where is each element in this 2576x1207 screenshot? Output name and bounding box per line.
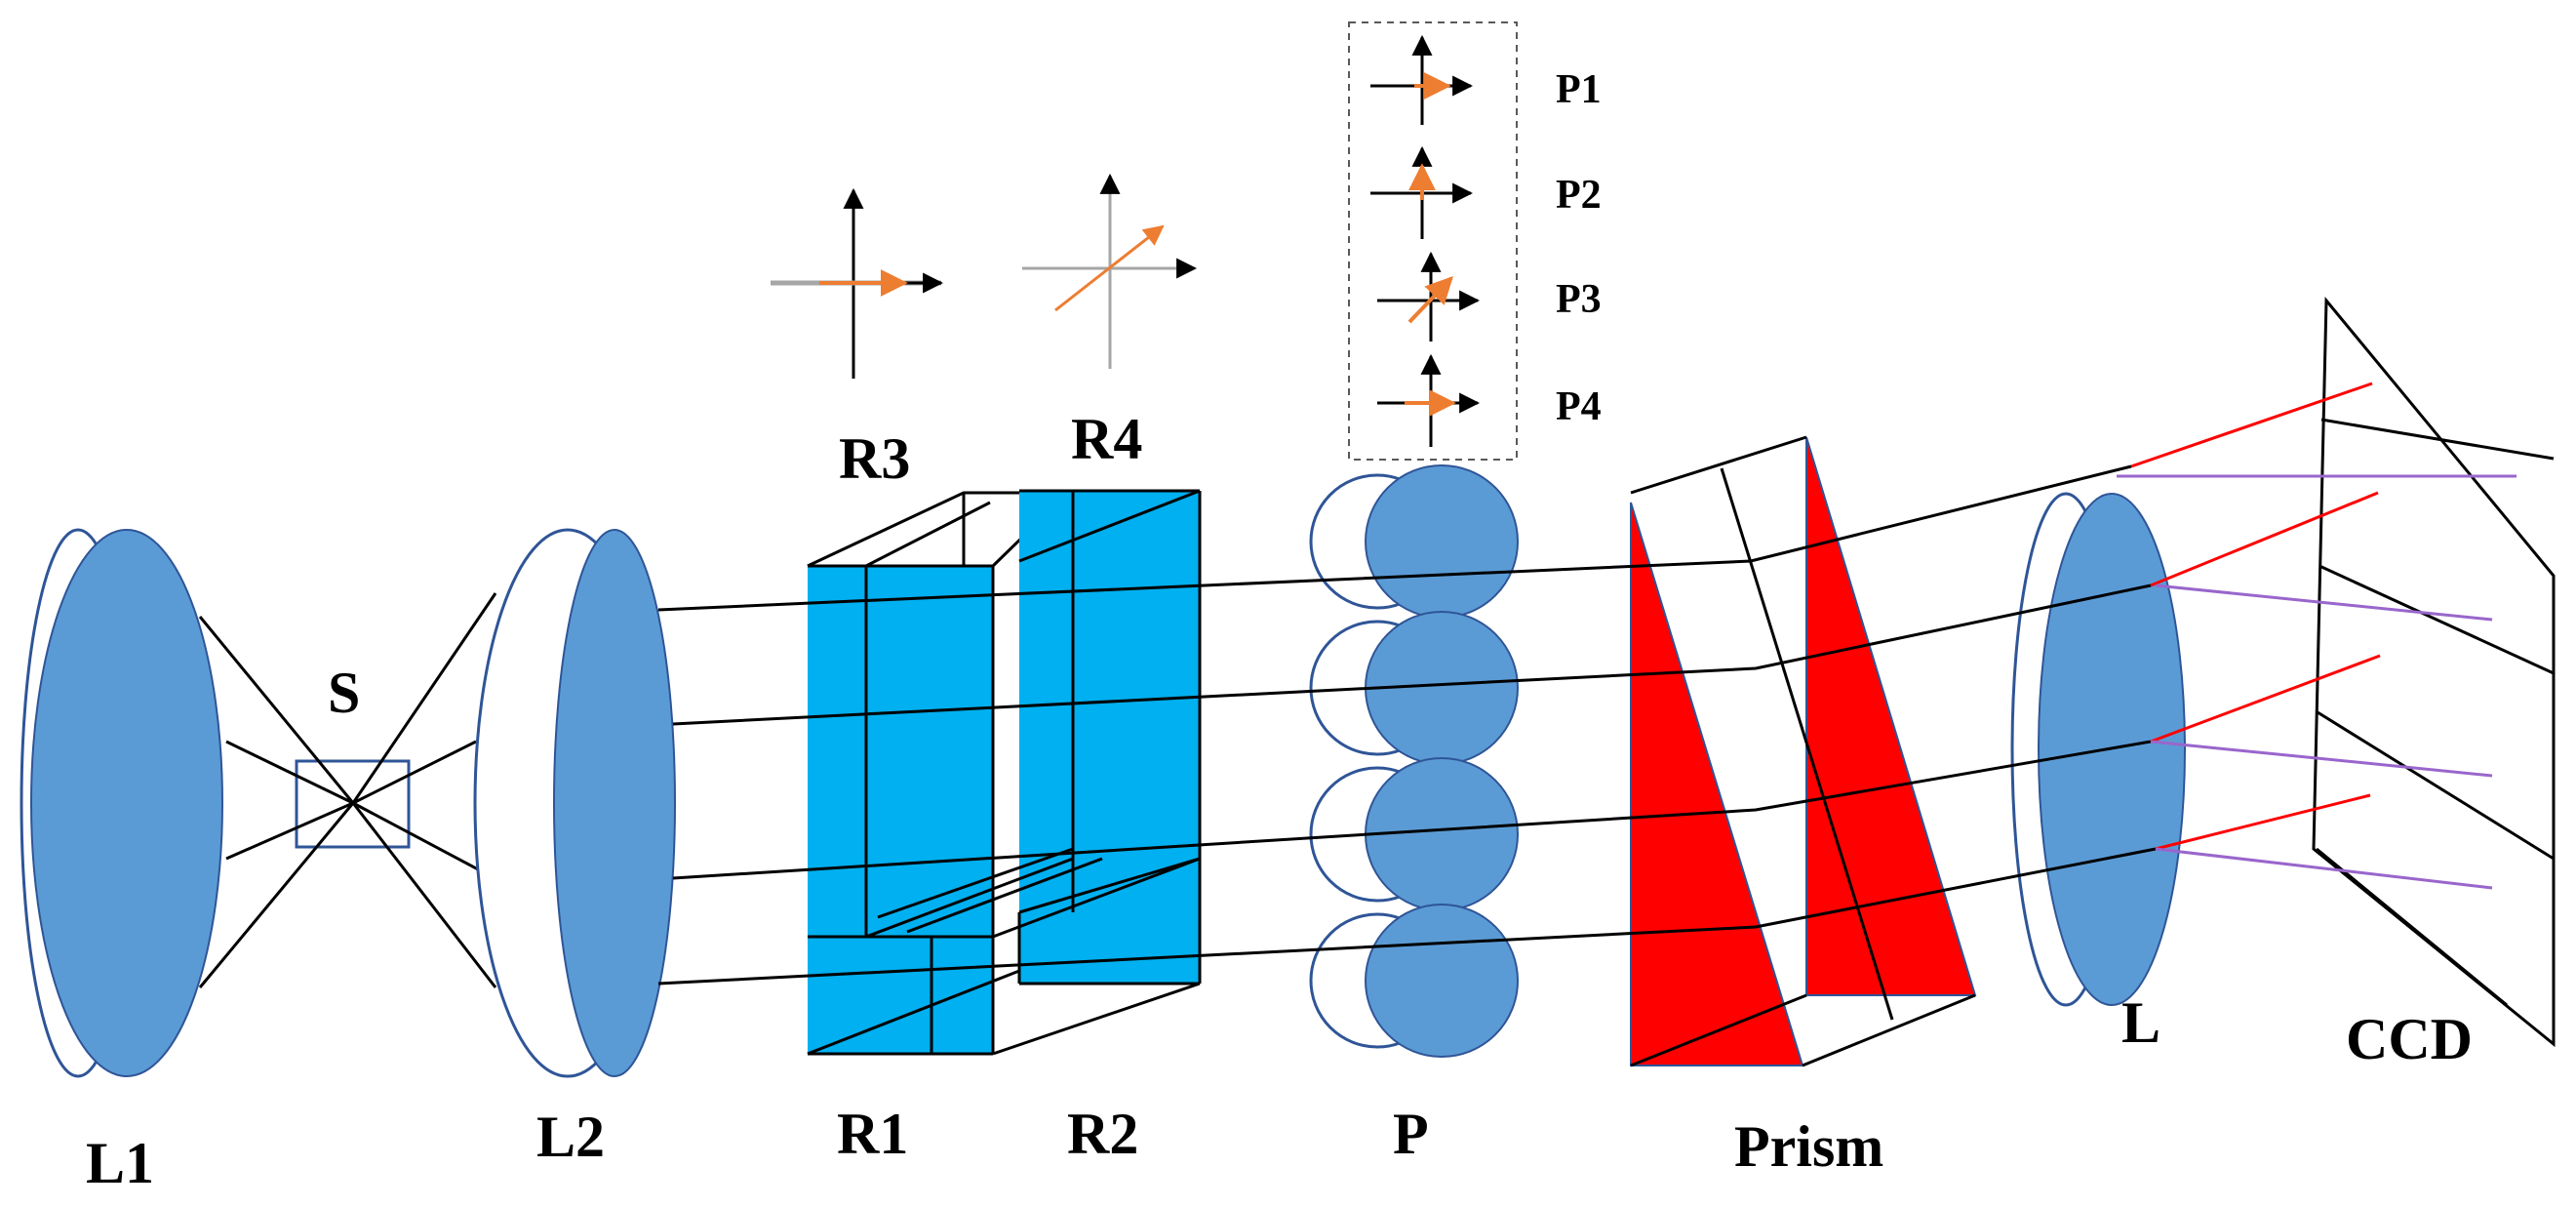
label-r2: R2 bbox=[1067, 1102, 1138, 1166]
label-ccd: CCD bbox=[2346, 1007, 2473, 1071]
p1-axis-icon bbox=[1370, 34, 1474, 125]
label-p: P bbox=[1393, 1102, 1429, 1166]
red-diffracted-rays bbox=[2130, 382, 2381, 851]
p4-axis-icon bbox=[1377, 353, 1481, 447]
label-prism: Prism bbox=[1734, 1114, 1883, 1179]
beam-rays bbox=[657, 464, 2157, 986]
label-p4: P4 bbox=[1556, 384, 1602, 429]
purple-rays bbox=[2117, 474, 2517, 890]
label-l2: L2 bbox=[536, 1105, 605, 1169]
r4-axis-icon bbox=[1022, 173, 1198, 369]
label-p2: P2 bbox=[1556, 173, 1602, 218]
p2-axis-icon bbox=[1370, 145, 1474, 239]
label-r4: R4 bbox=[1071, 407, 1142, 471]
ccd-grid-lines bbox=[2316, 418, 2555, 1007]
label-p1: P1 bbox=[1556, 67, 1602, 112]
polarizer-array-p bbox=[1309, 464, 1519, 1058]
label-l: L bbox=[2121, 990, 2160, 1055]
lens-l2 bbox=[473, 528, 676, 1078]
label-s: S bbox=[328, 661, 360, 725]
lens-l1 bbox=[20, 528, 223, 1078]
label-r1: R1 bbox=[837, 1102, 908, 1166]
r3-axis-icon bbox=[771, 187, 944, 379]
prism bbox=[1630, 435, 1977, 1067]
spatial-filter-s bbox=[198, 592, 497, 988]
ccd-sensor bbox=[2312, 296, 2556, 1048]
label-p3: P3 bbox=[1556, 277, 1602, 322]
retarder-blocks bbox=[807, 489, 1202, 1056]
p3-axis-icon bbox=[1377, 251, 1481, 342]
label-l1: L1 bbox=[86, 1131, 154, 1195]
polarization-inset-box bbox=[1348, 21, 1518, 461]
label-r3: R3 bbox=[839, 426, 910, 491]
